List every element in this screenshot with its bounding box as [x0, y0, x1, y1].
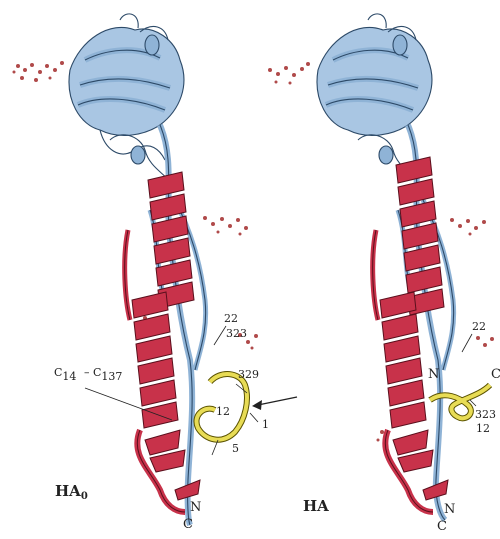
- ha0-dash: –: [84, 366, 90, 379]
- ha0-carbohydrate-mid: [203, 216, 248, 236]
- ha-c-cut: C: [491, 367, 500, 382]
- ha0-res-12: 12: [216, 405, 230, 418]
- ha-carbohydrate-top: [268, 62, 310, 85]
- ha0-res-329: 329: [238, 368, 259, 381]
- ha-panel: 22 323 12 N C N C HA: [268, 14, 500, 534]
- ha-res-12: 12: [476, 422, 490, 435]
- ha-carbohydrate-mid: [450, 218, 486, 236]
- ha0-c14-label: C14: [54, 366, 76, 383]
- ha-c-terminus: C: [437, 519, 447, 534]
- ha-res-22: 22: [472, 320, 486, 333]
- ha0-panel-label: HA0: [55, 482, 88, 502]
- ha0-res-5: 5: [232, 442, 239, 455]
- ha0-panel: C14 – C137 22 323 329 1 12 5 N C HA0: [13, 14, 298, 532]
- ha0-c137-label: C137: [93, 366, 122, 383]
- ha0-res-323: 323: [226, 327, 247, 340]
- ha-panel-label: HA: [303, 497, 329, 515]
- ha-n-terminus: N: [444, 502, 455, 517]
- ha0-res-22: 22: [224, 312, 238, 325]
- ha0-n-terminus: N: [190, 500, 201, 515]
- ha0-res-1: 1: [262, 418, 269, 431]
- ha-n-terminus-loop: N: [428, 367, 439, 382]
- ha0-carbohydrate-top: [13, 61, 65, 82]
- ha-res-323: 323: [475, 408, 496, 421]
- ha0-c-terminus: C: [183, 517, 193, 532]
